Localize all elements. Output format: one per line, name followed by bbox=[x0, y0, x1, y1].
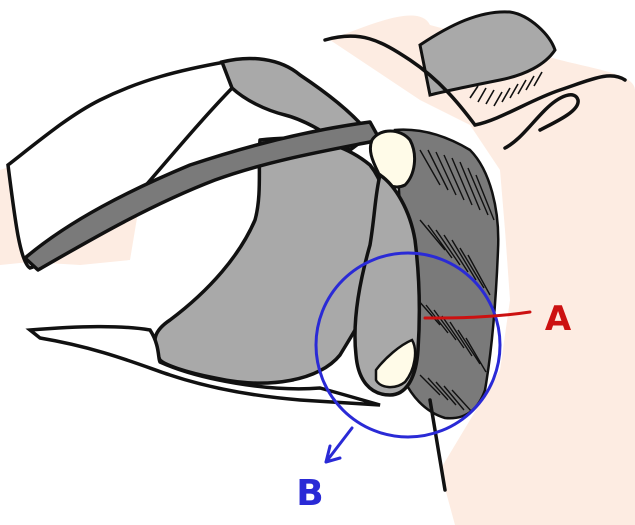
label-b: B bbox=[296, 473, 323, 514]
pointer-arrow-b bbox=[326, 428, 352, 462]
label-a: A bbox=[545, 299, 572, 339]
